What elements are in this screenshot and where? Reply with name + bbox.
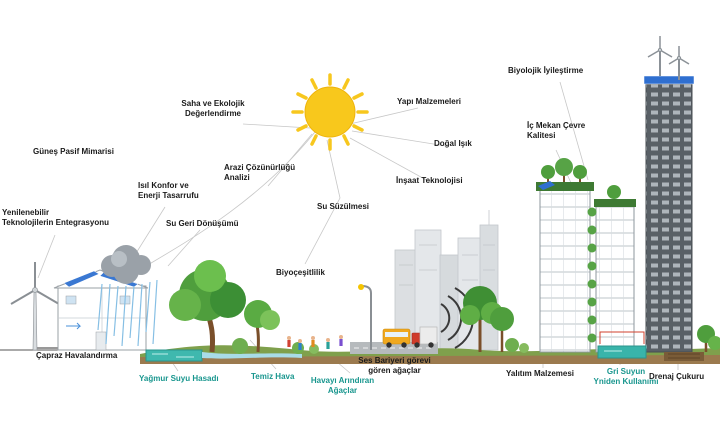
label-dogal-isik: Doğal Işık: [434, 139, 472, 148]
solar-house-icon: [53, 269, 149, 351]
drainage-pit-icon: [664, 352, 704, 361]
airflow-arrow-icon: [66, 322, 82, 330]
label-temiz-hava: Temiz Hava: [251, 372, 295, 381]
people-icon: [287, 335, 343, 350]
solar-panel-icon: [538, 181, 555, 190]
label-isil-konfor-enerji: Isıl Konfor ve Enerji Tasarrufu: [138, 181, 199, 200]
label-havayi-arindiran-agaclar: Havayı Arındıran Ağaçlar: [310, 376, 375, 395]
label-su-suzulmesi: Su Süzülmesi: [317, 202, 370, 211]
label-ses-bariyeri-agaclar: Ses Bariyeri görevi gören ağaçlar: [358, 356, 431, 375]
sun-icon: [291, 73, 369, 151]
street-lamp-icon: [358, 284, 372, 350]
label-su-geri-donusumu: Su Geri Dönüşümü: [166, 219, 239, 228]
label-gunes-pasif-mimarisi: Güneş Pasif Mimarisi: [33, 147, 114, 156]
label-ic-mekan-cevre-kalitesi: İç Mekan Çevre Kalitesi: [527, 121, 586, 140]
solar-panel-icon: [63, 270, 100, 288]
rooftop-solar-icon: [643, 75, 695, 85]
wind-turbine-icon: [10, 262, 60, 351]
label-yalitim-malzemesi: Yalıtım Malzemesi: [506, 369, 575, 378]
stream-icon: [202, 352, 302, 359]
water-basin-icon: [145, 349, 203, 362]
label-yapi-malzemeleri: Yapı Malzemeleri: [397, 97, 462, 106]
greywater-basin-icon: [597, 331, 647, 359]
bus-icon: [382, 328, 411, 348]
label-biyocesitlilik: Biyoçeşitlilik: [276, 268, 325, 277]
label-yagmur-suyu-hasadi: Yağmur Suyu Hasadı: [139, 374, 219, 383]
label-drenaj-cukuru: Drenaj Çukuru: [649, 372, 705, 381]
rooftop-wind-turbines-icon: [647, 36, 690, 80]
city-skyline-icon: [394, 210, 499, 351]
label-arazi-cozunurlugu-analizi: Arazi Çözünürlüğü Analizi: [224, 163, 296, 182]
facade-plants-icon: [587, 207, 597, 343]
rain-cloud-icon: [97, 245, 158, 347]
label-gri-suyun-kullanimi: Gri Suyun Yniden Kullanımı: [593, 367, 659, 386]
label-saha-ekolojik-degerlendirme: Saha ve Ekolojik Değerlendirme: [181, 99, 245, 118]
tree-icon: [697, 325, 720, 352]
green-roof-building-icon: [536, 158, 636, 353]
tree-icon: [169, 260, 319, 354]
label-biyolojik-iyilestirme: Biyolojik İyileştirme: [508, 66, 584, 75]
highrise-building-icon: [643, 36, 695, 353]
label-yenilenebilir-teknolojiler: Yenilenebilir Teknolojilerin Entegrasyon…: [2, 208, 109, 227]
label-capraz-havalandirma: Çapraz Havalandırma: [36, 351, 118, 360]
tree-icon: [460, 286, 529, 353]
label-insaat-teknolojisi: İnşaat Teknolojisi: [396, 176, 463, 185]
truck-icon: [411, 326, 438, 348]
